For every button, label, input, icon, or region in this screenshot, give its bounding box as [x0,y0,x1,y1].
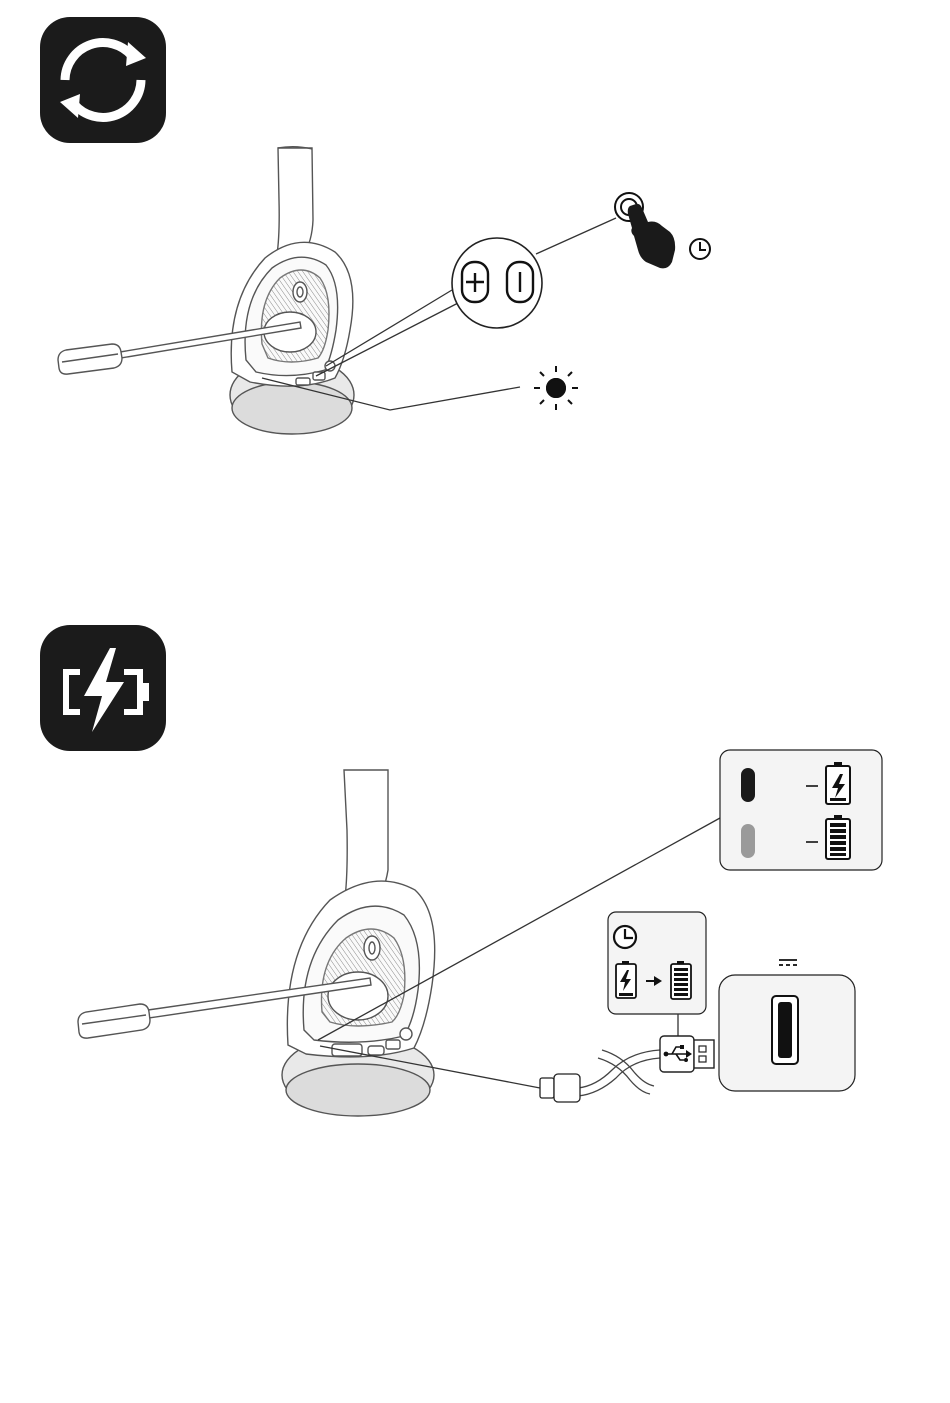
battery-low-charging-icon [616,961,636,998]
reset-section [40,17,710,434]
usb-connector-icon [660,1036,714,1072]
battery-full-small-icon [671,961,691,999]
charge-time-panel [608,912,706,1036]
charging-section [40,625,882,1116]
press-hold-hand-icon [615,193,675,268]
led-charging-indicator [741,768,755,802]
plus-button-icon [462,262,488,302]
led-blink-icon [534,366,578,410]
volume-buttons-callout [452,238,542,328]
minus-button-icon [507,262,533,302]
led-full-indicator [741,824,755,858]
usb-port-panel [719,960,855,1091]
usb-cable [540,1050,660,1102]
battery-full-icon [826,815,850,859]
battery-charging-icon [826,762,850,804]
dc-symbol-icon [779,960,797,965]
timer-clock-icon [690,239,710,259]
led-status-panel [720,750,882,870]
reset-cycle-icon [40,17,166,143]
battery-charge-icon [40,625,166,751]
headset-illustration-reset [58,147,354,434]
headset-illustration-charging [78,770,435,1116]
charge-timer-icon [614,926,636,948]
